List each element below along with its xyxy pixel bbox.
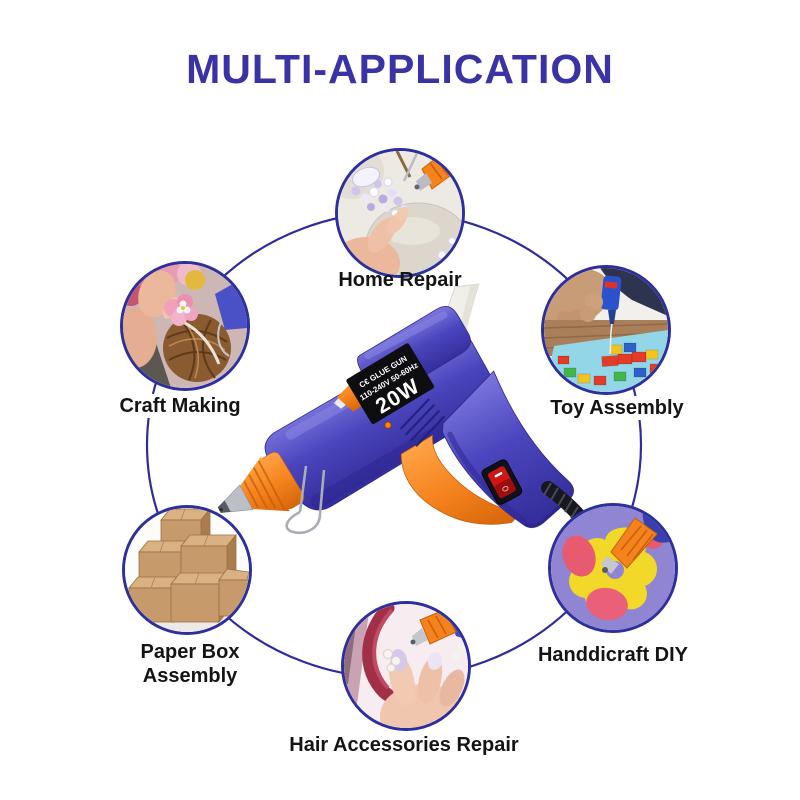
app-image-handdicraft-diy: [548, 503, 678, 633]
craft-making-photo: [123, 264, 247, 388]
toy-blocks: [557, 342, 663, 386]
app-label-toy-assembly: Toy Assembly: [547, 396, 687, 421]
glue-gun: C€ GLUE GUN 110-240V 50-60Hz 20W: [217, 305, 574, 529]
app-image-craft-making: [120, 261, 250, 391]
pearls: [383, 649, 401, 673]
app-image-toy-assembly: [541, 265, 671, 395]
app-label-hair-accessories-repair: Hair Accessories Repair: [289, 734, 519, 756]
blue-glue-gun: [580, 275, 622, 355]
vent-slits: [399, 398, 446, 447]
hair-accessories-photo: [344, 604, 468, 728]
app-label-paper-box-assembly: Paper Box Assembly: [128, 640, 252, 689]
app-image-hair-accessories-repair: [341, 601, 471, 731]
stand-wire: [285, 465, 326, 535]
app-label-craft-making: Craft Making: [116, 394, 244, 419]
home-repair-photo: [338, 151, 462, 275]
app-image-paper-box-assembly: [122, 505, 252, 635]
app-image-home-repair: [335, 148, 465, 278]
power-switch[interactable]: [480, 458, 523, 506]
wicker-ball: [163, 314, 231, 382]
paper-box-photo: [125, 508, 249, 632]
pink-flowers: [164, 294, 198, 326]
rhinestones: [351, 166, 456, 260]
handdicraft-photo: [551, 506, 675, 630]
toy-assembly-photo: [544, 268, 668, 392]
cardboard-boxes: [128, 508, 249, 624]
nozzle: [217, 452, 305, 513]
indicator-led: [384, 421, 392, 429]
app-label-home-repair: Home Repair: [338, 269, 462, 291]
page-title: MULTI-APPLICATION: [186, 46, 614, 92]
app-label-handdicraft-diy: Handdicraft DIY: [534, 643, 692, 668]
